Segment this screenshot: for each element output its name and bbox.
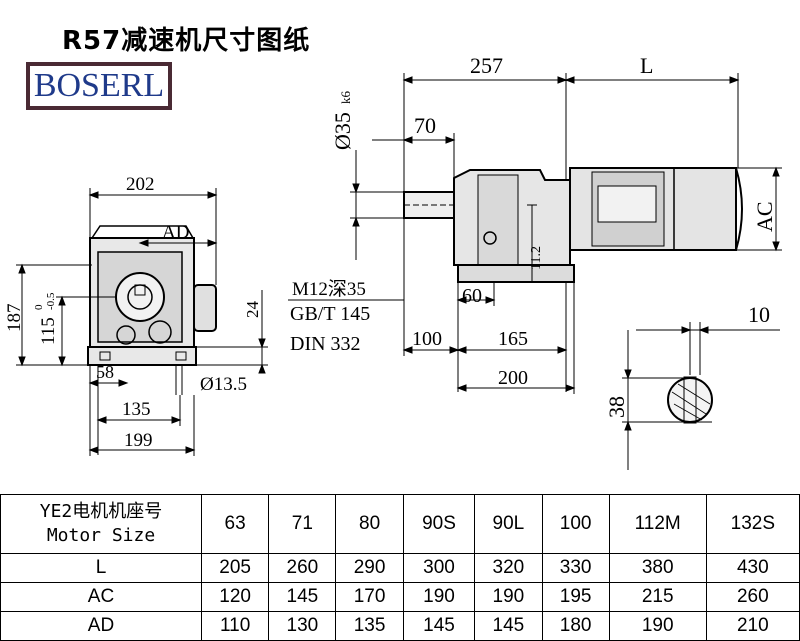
dim-hole: Ø13.5: [200, 374, 247, 395]
table-row: AD 110 130 135 145 145 180 190 210: [0, 611, 800, 641]
dim-24: 24: [243, 301, 262, 319]
dim-115: 115: [38, 317, 59, 345]
row-label: AC: [0, 582, 202, 612]
table-cell: 300: [402, 553, 476, 583]
table-cell: 130: [268, 611, 337, 641]
size-cell: 90L: [474, 494, 543, 554]
dim-200: 200: [498, 367, 528, 389]
table-cell: 120: [200, 582, 270, 612]
table-row: L 205 260 290 300 320 330 380 430: [0, 553, 800, 583]
table-cell: 260: [268, 553, 337, 583]
table-cell: 215: [608, 582, 707, 612]
page-title: R57减速机尺寸图纸: [62, 26, 311, 56]
dim-ad: AD: [162, 222, 189, 243]
table-cell: 180: [541, 611, 610, 641]
size-cell: 90S: [402, 494, 476, 554]
std-din: DIN 332: [290, 333, 361, 355]
row-label: AD: [0, 611, 202, 641]
table-cell: 190: [402, 582, 476, 612]
std-gbt: GB/T 145: [290, 303, 370, 325]
table-header-row: YE2电机机座号 Motor Size 63 71 80 90S 90L 100…: [0, 494, 800, 554]
table-cell: 170: [335, 582, 404, 612]
table-cell: 145: [474, 611, 543, 641]
table-cell: 380: [608, 553, 707, 583]
table-cell: 205: [200, 553, 270, 583]
table-cell: 260: [705, 582, 800, 612]
size-cell: 112M: [608, 494, 707, 554]
table-cell: 320: [474, 553, 543, 583]
dim-202: 202: [126, 174, 155, 195]
size-cell: 71: [268, 494, 337, 554]
dim-38: 38: [604, 396, 629, 418]
header-cn: YE2电机机座号: [39, 501, 163, 522]
header-en: Motor Size: [46, 525, 156, 546]
size-cell: 80: [335, 494, 404, 554]
dim-115-tol-lower: -0.5: [45, 292, 57, 310]
size-cell: 100: [541, 494, 610, 554]
table-header-label: YE2电机机座号 Motor Size: [0, 494, 202, 554]
motor-size-table: YE2电机机座号 Motor Size 63 71 80 90S 90L 100…: [0, 494, 800, 641]
end-view: [16, 188, 268, 456]
dim-10: 10: [748, 302, 770, 327]
dim-ac: AC: [752, 201, 777, 232]
table-cell: 110: [200, 611, 270, 641]
dim-257: 257: [470, 53, 503, 78]
table-cell: 190: [474, 582, 543, 612]
dim-shaft-tol: k6: [338, 91, 353, 105]
dim-60: 60: [462, 285, 482, 307]
table-cell: 290: [335, 553, 404, 583]
table-cell: 135: [335, 611, 404, 641]
dim-l: L: [640, 53, 653, 78]
table-cell: 190: [608, 611, 707, 641]
size-cell: 63: [200, 494, 270, 554]
table-cell: 210: [705, 611, 800, 641]
table-row: AC 120 145 170 190 190 195 215 260: [0, 582, 800, 612]
side-view: [288, 73, 782, 470]
dim-58: 58: [96, 362, 114, 382]
table-cell: 430: [705, 553, 800, 583]
technical-drawing: 202 AD 187 115 0 -0.5 24 58 Ø13.5 135 19…: [4, 53, 782, 470]
table-cell: 145: [268, 582, 337, 612]
brand-logo: BOSERL: [26, 62, 172, 110]
thread-spec: M12深35: [292, 278, 366, 300]
dim-115-tol-upper: 0: [33, 304, 45, 310]
dim-165: 165: [498, 328, 528, 350]
table-cell: 195: [541, 582, 610, 612]
dim-70: 70: [414, 113, 436, 138]
row-label: L: [0, 553, 202, 583]
table-cell: 330: [541, 553, 610, 583]
dim-187: 187: [4, 304, 25, 333]
dim-11-2: 11.2: [529, 246, 544, 270]
dim-shaft: Ø35: [330, 112, 355, 150]
table-cell: 145: [402, 611, 476, 641]
dim-199: 199: [124, 430, 153, 451]
dim-135: 135: [122, 399, 151, 420]
size-cell: 132S: [705, 494, 800, 554]
dim-100: 100: [412, 328, 442, 350]
